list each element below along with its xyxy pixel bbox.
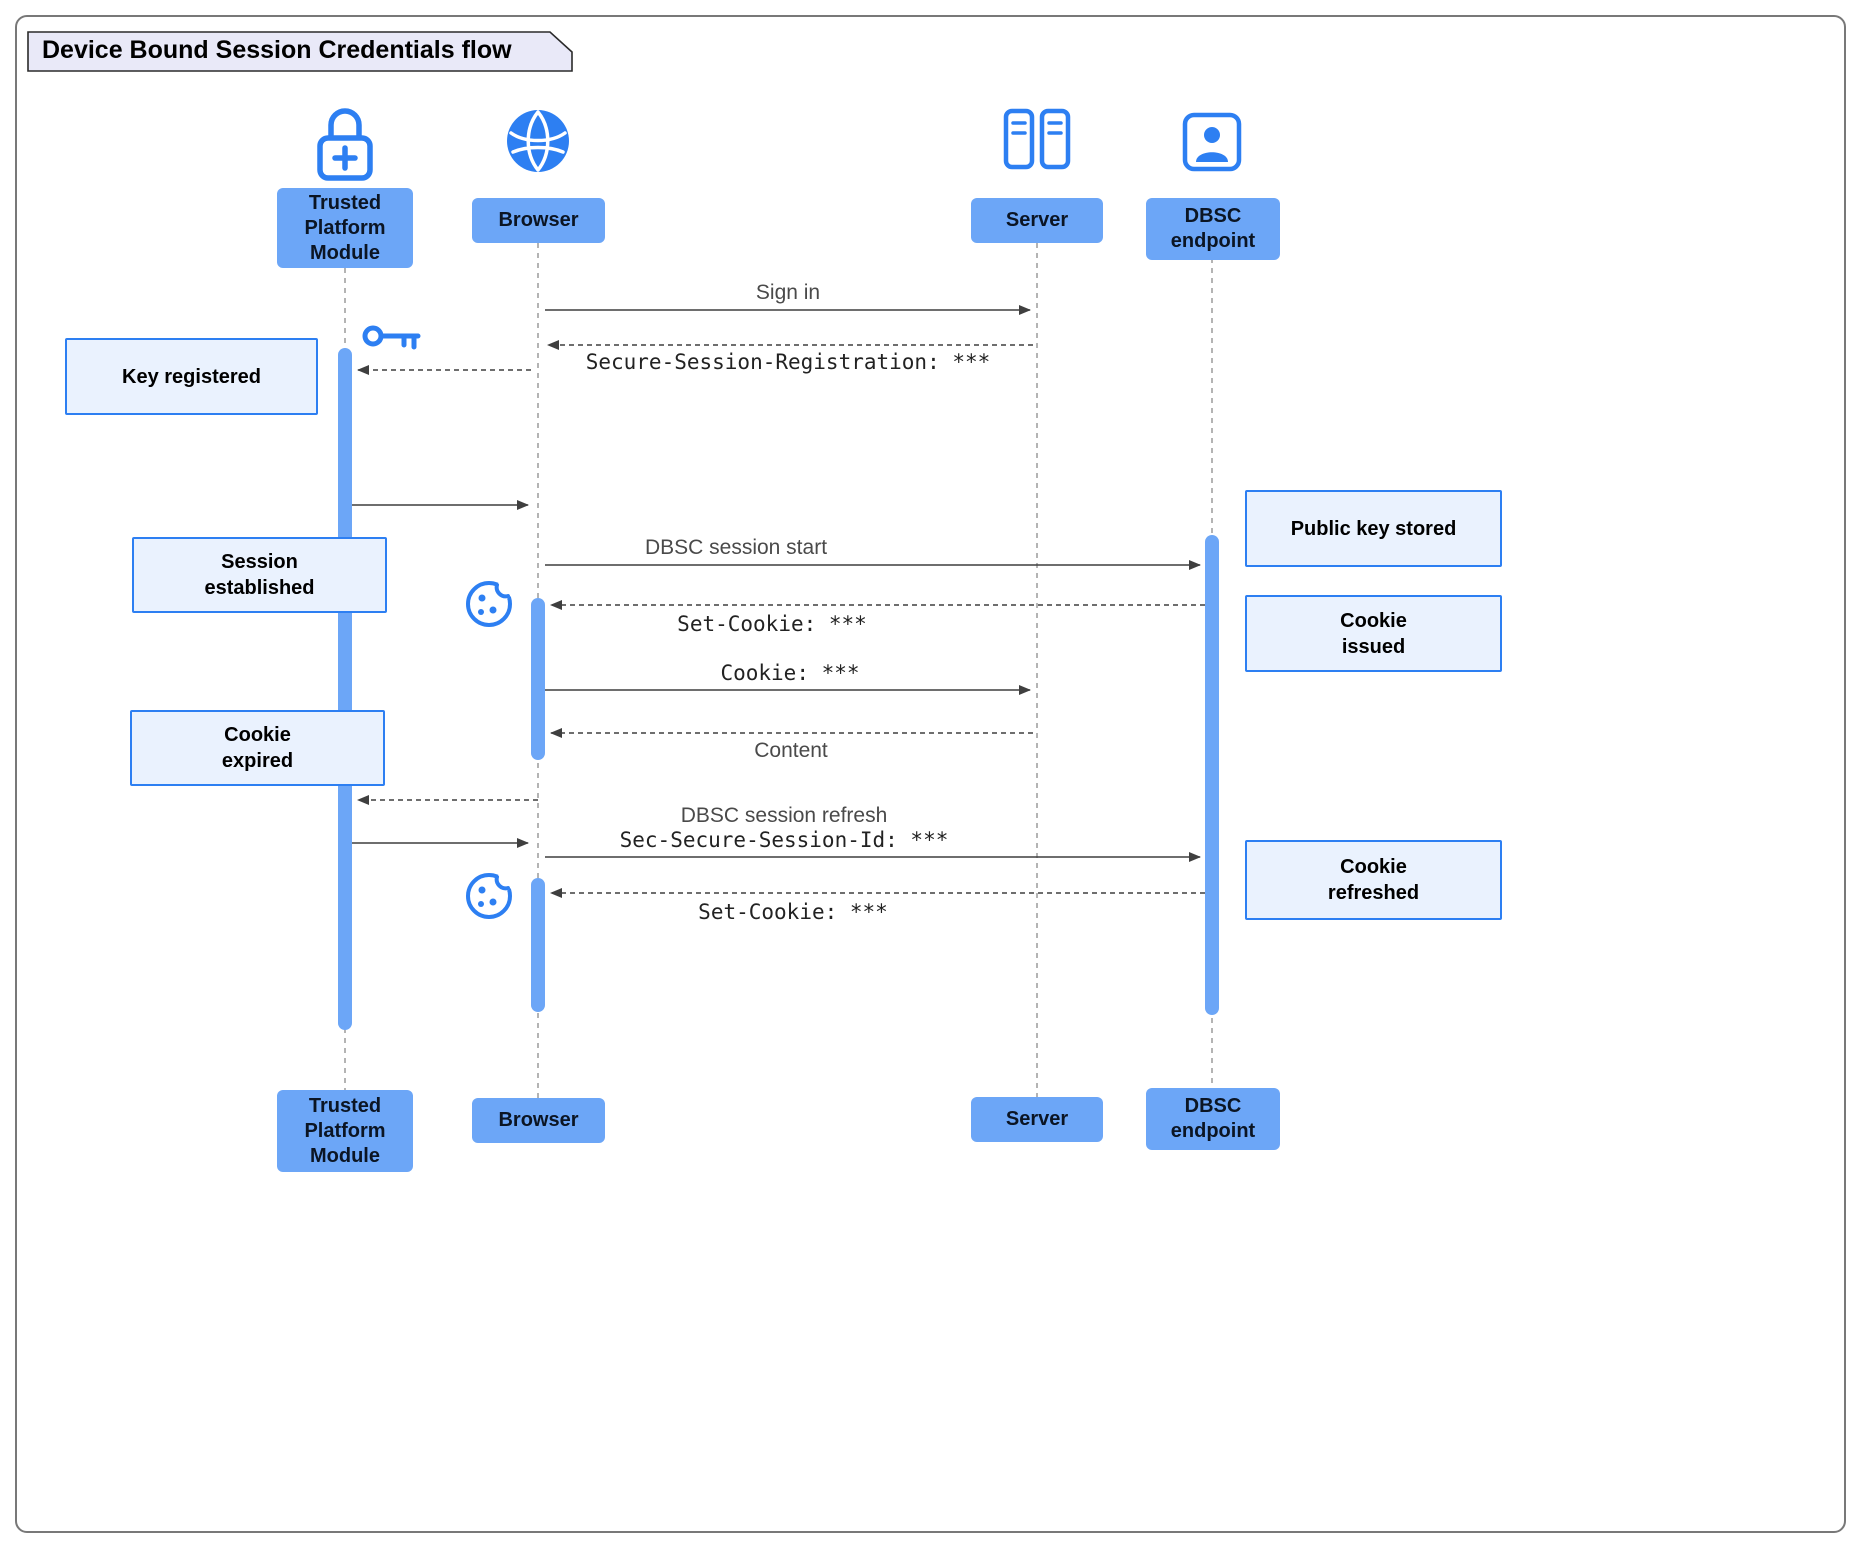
- participant-server-label: Server: [1005, 1108, 1069, 1130]
- label-dbsc-session-refresh: DBSC session refresh Sec-Secure-Session-…: [620, 804, 949, 852]
- note-session-established-label: Session established: [204, 551, 315, 599]
- participant-tpm-bottom: Trusted Platform Module: [277, 1090, 413, 1172]
- note-key-registered: Key registered: [65, 338, 318, 415]
- label-content: Content: [754, 739, 828, 762]
- participant-browser-bottom: Browser: [472, 1098, 605, 1143]
- participant-dbsc-label: DBSC endpoint: [1170, 1095, 1256, 1142]
- note-key-registered-label: Key registered: [122, 365, 261, 388]
- diagram-frame: [15, 15, 1846, 1533]
- participant-server-label: Server: [1005, 209, 1069, 231]
- note-cookie-refreshed: Cookie refreshed: [1245, 840, 1502, 920]
- participant-dbsc-label: DBSC endpoint: [1170, 205, 1256, 252]
- participant-server-bottom: Server: [971, 1097, 1103, 1142]
- note-cookie-refreshed-label: Cookie refreshed: [1327, 856, 1420, 904]
- note-session-established: Session established: [132, 537, 387, 613]
- note-public-key-stored-label: Public key stored: [1290, 517, 1457, 540]
- cookie-icon-issued: [466, 581, 513, 627]
- activation-tpm: [338, 348, 352, 1030]
- participant-browser-top: Browser: [472, 198, 605, 243]
- browser-globe-icon: [507, 110, 569, 172]
- participant-browser-label: Browser: [498, 1109, 579, 1131]
- title-tab-shape: [27, 31, 573, 72]
- note-cookie-issued-label: Cookie issued: [1340, 609, 1407, 658]
- note-public-key-stored: Public key stored: [1245, 490, 1502, 567]
- tpm-lock-icon: [317, 108, 373, 181]
- participant-server-top: Server: [971, 198, 1103, 243]
- activation-dbsc: [1205, 535, 1219, 1015]
- participant-dbsc-bottom: DBSC endpoint: [1146, 1088, 1280, 1150]
- activation-browser-1: [531, 598, 545, 760]
- note-cookie-expired-label: Cookie expired: [221, 724, 294, 772]
- label-dbsc-session-start: DBSC session start: [644, 536, 828, 559]
- participant-tpm-label: Trusted Platform Module: [304, 191, 386, 264]
- label-cookie: Cookie: ***: [720, 661, 860, 685]
- note-cookie-issued: Cookie issued: [1245, 595, 1502, 672]
- label-sec-secure-session-id: Sec-Secure-Session-Id: ***: [619, 828, 949, 852]
- diagram-title: Device Bound Session Credentials flow: [42, 36, 512, 64]
- label-dbsc-session-refresh-line1: DBSC session refresh: [680, 804, 888, 827]
- dbsc-endpoint-badge-icon: [1182, 112, 1242, 172]
- label-sign-in: Sign in: [755, 281, 821, 304]
- participant-browser-label: Browser: [498, 209, 579, 231]
- participant-dbsc-top: DBSC endpoint: [1146, 198, 1280, 260]
- label-secure-session-registration: Secure-Session-Registration: ***: [585, 350, 991, 374]
- participant-tpm-top: Trusted Platform Module: [277, 188, 413, 268]
- key-icon: [362, 325, 421, 350]
- label-set-cookie-1: Set-Cookie: ***: [677, 612, 867, 636]
- label-set-cookie-2: Set-Cookie: ***: [698, 900, 888, 924]
- participant-tpm-label: Trusted Platform Module: [304, 1094, 386, 1167]
- activation-browser-2: [531, 878, 545, 1012]
- note-cookie-expired: Cookie expired: [130, 710, 385, 786]
- server-rack-icon: [1003, 108, 1071, 170]
- cookie-icon-refreshed: [466, 873, 513, 919]
